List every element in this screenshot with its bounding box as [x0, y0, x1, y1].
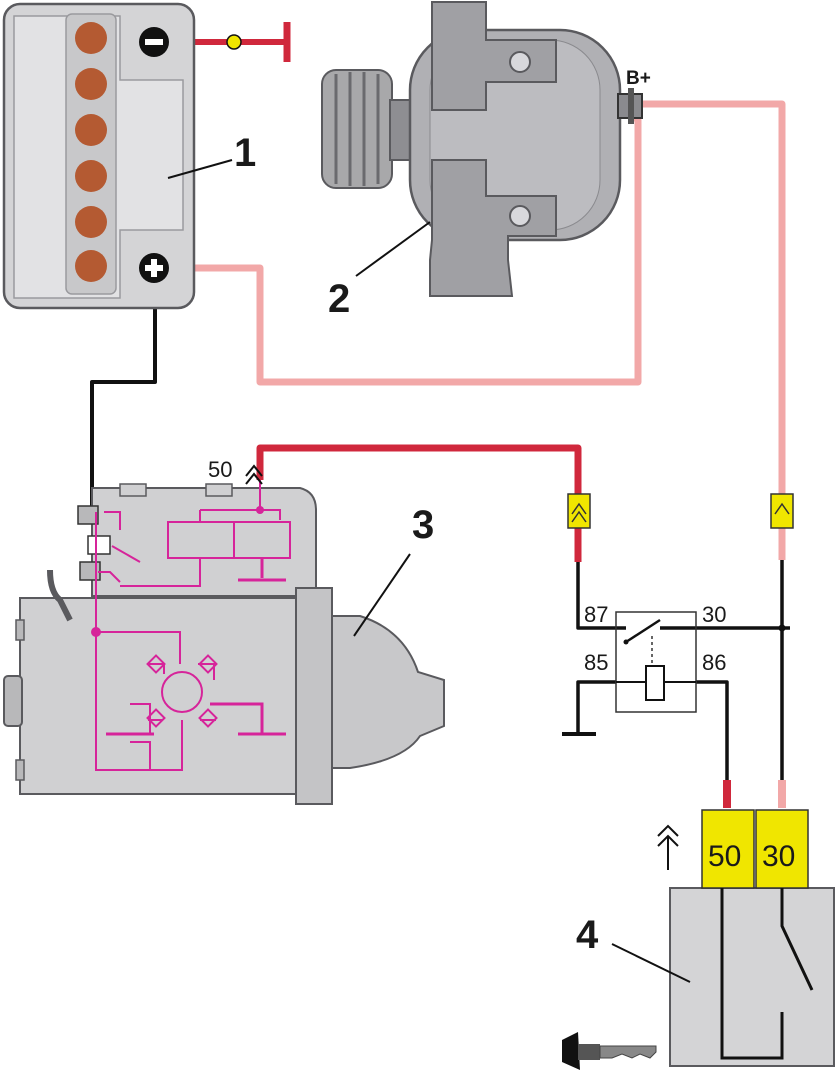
alternator-mount-top	[431, 1, 557, 111]
starter-label: 3	[412, 503, 434, 547]
battery-label: 1	[234, 131, 256, 175]
ignition-pin-50: 50	[708, 840, 741, 873]
inline-connector-pink	[770, 493, 794, 529]
relay-pin-87: 87	[584, 602, 608, 627]
battery-cell	[75, 250, 107, 282]
alternator-label: 2	[328, 277, 350, 321]
ignition-connector-50	[701, 809, 755, 889]
wire-relay-86-to-ignition-50	[696, 680, 729, 780]
inline-connector-red	[567, 493, 591, 529]
minus-icon	[139, 27, 169, 57]
leader-line-2	[355, 221, 431, 277]
key-icon	[562, 1032, 657, 1070]
starter-nose	[331, 615, 445, 769]
relay-pin-86: 86	[702, 650, 726, 675]
ignition-pin-30: 30	[762, 840, 795, 873]
battery-cell	[75, 68, 107, 100]
relay-contact	[625, 618, 661, 644]
battery-cell	[75, 160, 107, 192]
leader-line-1	[167, 159, 233, 179]
wire-relay-85-ground	[576, 680, 616, 732]
starter-relay: 87 30 85 86	[584, 602, 786, 713]
starter-terminal-50: 50	[208, 457, 232, 482]
battery-cell	[75, 206, 107, 238]
starter-internal-circuit	[95, 480, 291, 771]
ignition-housing	[669, 887, 835, 1067]
leader-line-3	[353, 553, 411, 637]
wire-battery-to-starter	[90, 282, 157, 512]
battery-cell	[75, 114, 107, 146]
battery: 1	[2, 2, 256, 310]
connector-chevron-icon	[245, 464, 263, 485]
ground-junction	[226, 34, 242, 50]
alternator-b-plus-label: B+	[626, 68, 651, 89]
connector-chevron-icon	[657, 824, 679, 870]
relay-pin-85: 85	[584, 650, 608, 675]
wire-alternator-to-ignition-30	[640, 100, 786, 560]
alternator-mount-bottom	[429, 159, 557, 297]
leader-line-4	[611, 943, 691, 983]
ignition-contact-50	[720, 888, 784, 1060]
starter-solenoid	[91, 487, 317, 597]
ignition-contact-30	[780, 888, 814, 991]
wire-relay-87	[576, 562, 626, 630]
starter-body	[19, 597, 301, 795]
ignition-connector-30	[755, 809, 809, 889]
starter-drive-housing	[295, 587, 333, 805]
battery-cell	[75, 22, 107, 54]
alternator-pulley	[321, 69, 393, 189]
ignition-switch: 50 30 4	[562, 809, 835, 1070]
relay-pin-30: 30	[702, 602, 726, 627]
starter-motor: 50 3	[3, 457, 445, 805]
plus-icon	[139, 253, 169, 283]
relay-box	[615, 611, 697, 713]
alternator: B+ 2	[321, 1, 651, 321]
ignition-label: 4	[576, 913, 599, 957]
relay-coil	[645, 665, 665, 701]
